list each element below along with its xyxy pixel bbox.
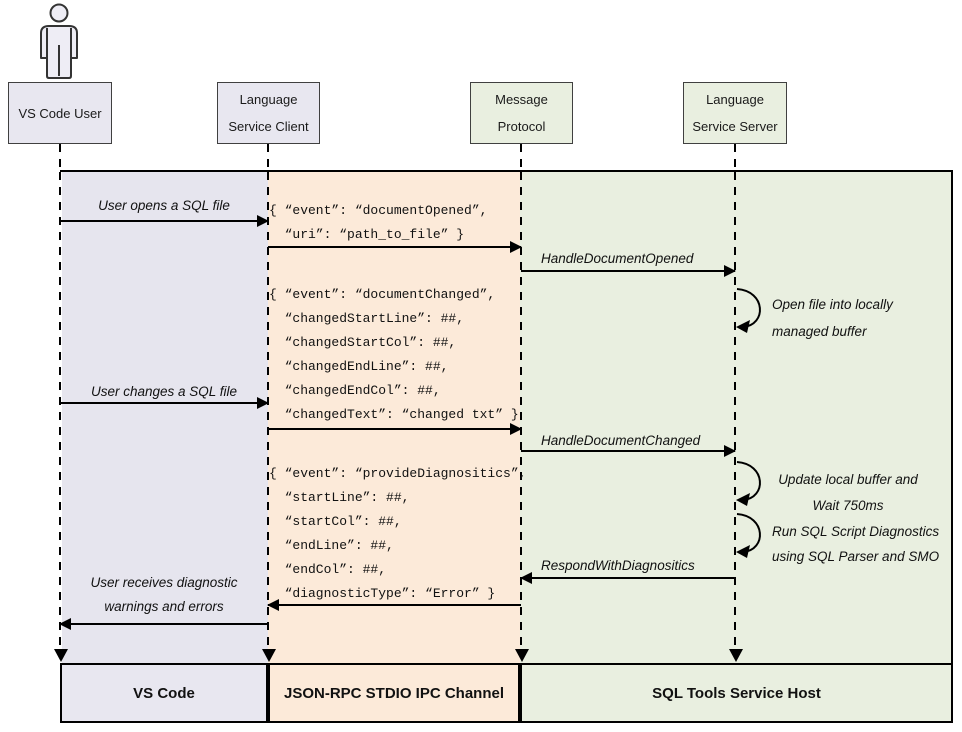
note-open-file-into-buffer: Open file into locally managed buffer xyxy=(772,297,893,339)
arrowhead-right-icon xyxy=(257,397,269,409)
lifeline-end-arrow xyxy=(728,649,743,662)
lifeline-user xyxy=(59,172,61,648)
label-user-changes-file: User changes a SQL file xyxy=(90,384,238,399)
arrow-doc-changed-msg xyxy=(268,423,522,435)
label-user-opens-file: User opens a SQL file xyxy=(98,198,230,213)
arrow-doc-opened-msg xyxy=(268,241,522,253)
lifeline-stub-user xyxy=(59,144,61,172)
self-call-loop-icon xyxy=(736,513,761,558)
self-call-loop-icon xyxy=(736,461,761,506)
lifeline-stub-server xyxy=(734,144,736,172)
arrowhead-right-icon xyxy=(257,215,269,227)
participant-label: Language xyxy=(239,92,298,107)
json-document-opened: { “event”: “documentOpened”, “uri”: “pat… xyxy=(269,203,488,242)
participant-label: Message xyxy=(495,92,548,107)
region-ipc-channel xyxy=(268,172,520,663)
participant-language-service-server: Language Service Server xyxy=(683,82,787,144)
region-right-border xyxy=(951,172,953,663)
arrowhead-right-icon xyxy=(724,265,736,277)
arrow-handle-doc-opened xyxy=(521,265,736,277)
participant-label: Service Client xyxy=(228,119,309,134)
lifeline-server xyxy=(734,172,736,648)
json-provide-diagnostics: { “event”: “provideDiagnositics”, “start… xyxy=(269,466,527,601)
footer-vscode: VS Code xyxy=(60,663,268,723)
participant-message-protocol: Message Protocol xyxy=(470,82,573,144)
arrow-user-receives xyxy=(59,618,268,630)
arrowhead-left-icon xyxy=(267,599,279,611)
footer-label: JSON-RPC STDIO IPC Channel xyxy=(283,684,505,702)
arrow-user-opens xyxy=(60,215,269,227)
region-vscode xyxy=(62,172,268,663)
lifeline-stub-protocol xyxy=(520,144,522,172)
arrowhead-right-icon xyxy=(510,241,522,253)
participant-label: VS Code User xyxy=(18,105,102,121)
participant-language-service-client: Language Service Client xyxy=(217,82,320,144)
lifeline-protocol xyxy=(520,172,522,648)
json-document-changed: { “event”: “documentChanged”, “changedSt… xyxy=(269,287,519,422)
footer-label: VS Code xyxy=(133,684,195,702)
participant-label: Service Server xyxy=(692,119,778,134)
self-call-loop-icon xyxy=(736,288,761,333)
person-icon xyxy=(40,3,78,79)
lifeline-end-arrow xyxy=(261,649,276,662)
participant-label: Language xyxy=(706,92,764,107)
participant-label: Protocol xyxy=(497,119,546,134)
arrowhead-left-icon xyxy=(520,572,532,584)
label-respond-with-diagnostics: RespondWithDiagnositics xyxy=(541,558,695,573)
participant-vscode-user: VS Code User xyxy=(8,82,112,144)
arrow-handle-doc-changed xyxy=(521,445,736,457)
label-user-receives-diagnostics: User receives diagnostic warnings and er… xyxy=(90,575,238,614)
footer-label: SQL Tools Service Host xyxy=(652,684,821,702)
lifeline-end-arrow xyxy=(53,649,68,662)
note-run-diagnostics: Run SQL Script Diagnostics using SQL Par… xyxy=(772,524,940,564)
arrow-provide-diagnostics-msg xyxy=(267,599,521,611)
arrowhead-left-icon xyxy=(59,618,71,630)
footer-jsonrpc-channel: JSON-RPC STDIO IPC Channel xyxy=(268,663,520,723)
region-top-border xyxy=(60,170,953,172)
arrow-respond-diagnostics xyxy=(520,572,735,584)
arrow-user-changes xyxy=(60,397,269,409)
arrowhead-right-icon xyxy=(724,445,736,457)
lifeline-client xyxy=(267,172,269,648)
footer-sql-tools-service-host: SQL Tools Service Host xyxy=(520,663,953,723)
lifeline-end-arrow xyxy=(514,649,529,662)
lifeline-stub-client xyxy=(267,144,269,172)
arrowhead-right-icon xyxy=(510,423,522,435)
label-handle-document-opened: HandleDocumentOpened xyxy=(541,251,694,266)
note-update-buffer-wait: Update local buffer and Wait 750ms xyxy=(778,472,918,513)
label-handle-document-changed: HandleDocumentChanged xyxy=(541,433,701,448)
